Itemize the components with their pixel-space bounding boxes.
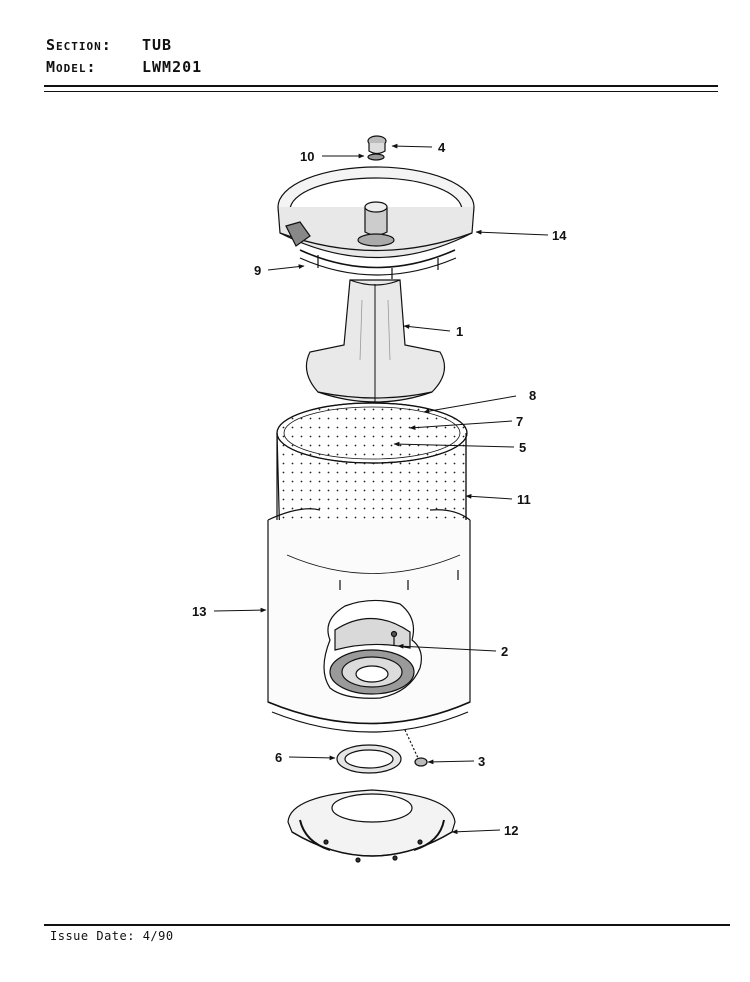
callout-8: 8: [529, 388, 536, 403]
part-4-cap: [367, 135, 387, 155]
callout-10: 10: [300, 149, 314, 164]
footer-rule: [44, 924, 730, 926]
callout-numbers: 4 10 14 9 1 8 7 5 11 13 2 6 3 12: [192, 140, 567, 838]
model-label: Model:: [46, 58, 97, 76]
part-2-drive-hub: [329, 630, 415, 695]
part-10-seal: [367, 153, 385, 161]
callout-leaders: [213, 143, 549, 835]
callout-3: 3: [478, 754, 485, 769]
part-3-bolt: [404, 729, 428, 767]
section-label: Section:: [46, 36, 112, 54]
callout-2: 2: [501, 644, 508, 659]
callout-4: 4: [438, 140, 446, 155]
callout-7: 7: [516, 414, 523, 429]
callout-14: 14: [552, 228, 567, 243]
section-value: TUB: [142, 36, 173, 54]
header-rule-thin: [44, 91, 718, 92]
center-shaft: [357, 201, 395, 247]
part-12-bottom-cover: [287, 789, 456, 863]
model-value: LWM201: [142, 58, 203, 76]
header-rule-thick: [44, 85, 718, 87]
part-6-gasket-ring: [336, 744, 402, 774]
page-header: Section: TUB Model: LWM201: [46, 34, 202, 78]
part-13-outer-tub: [267, 508, 471, 733]
callout-6: 6: [275, 750, 282, 765]
callout-5: 5: [519, 440, 526, 455]
part-1-agitator-column: [305, 279, 446, 410]
callout-9: 9: [254, 263, 261, 278]
callout-1: 1: [456, 324, 463, 339]
callout-11: 11: [517, 492, 531, 507]
section-line: Section: TUB: [46, 34, 202, 56]
callout-12: 12: [504, 823, 518, 838]
callout-13: 13: [192, 604, 206, 619]
model-line: Model: LWM201: [46, 56, 202, 78]
issue-date: Issue Date: 4/90: [50, 929, 174, 943]
